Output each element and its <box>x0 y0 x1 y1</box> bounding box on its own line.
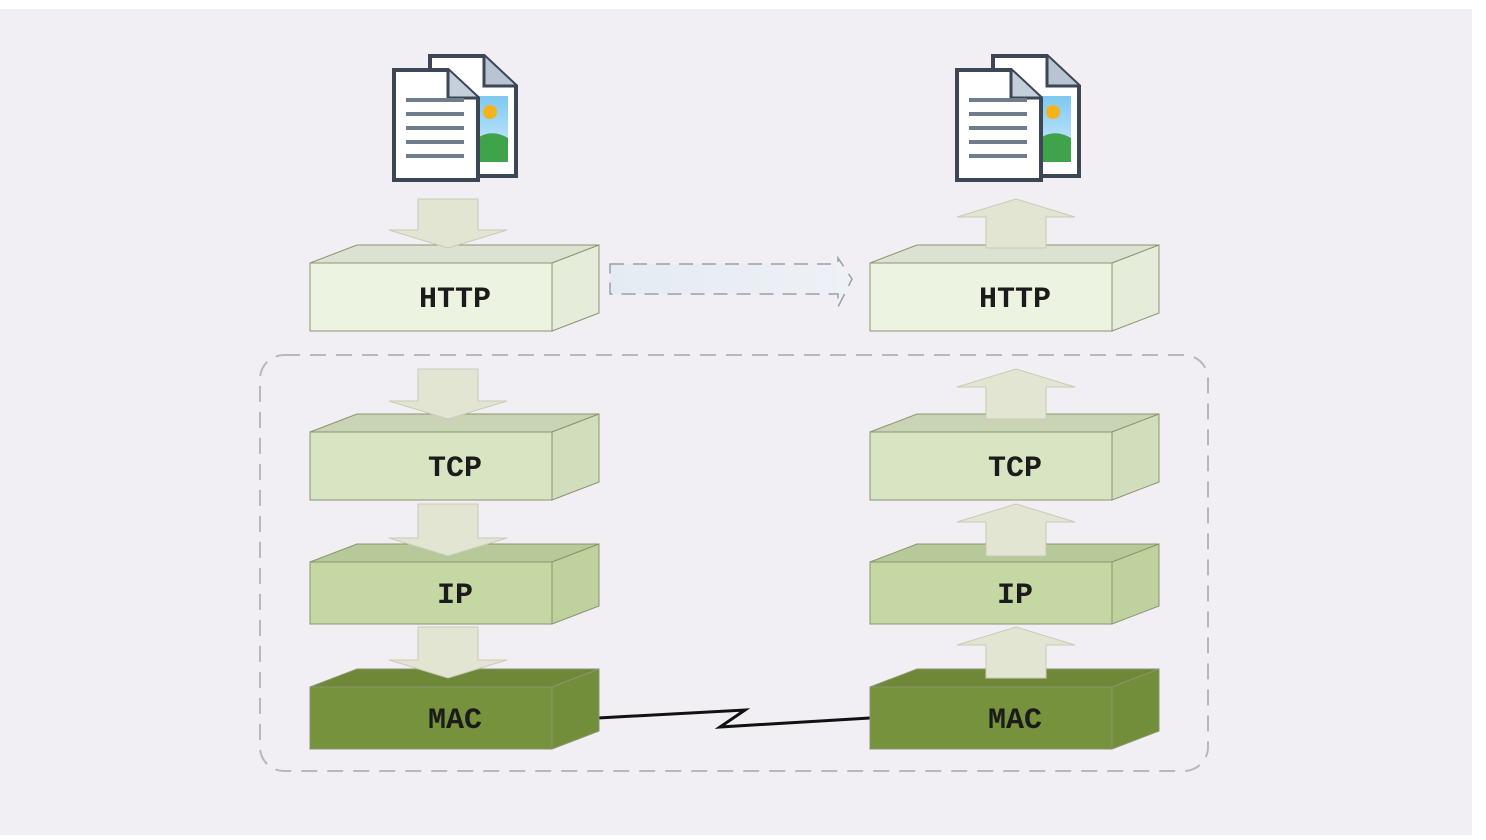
sun-icon <box>483 105 497 119</box>
receiver-documents-icon <box>955 54 1081 182</box>
sun-icon <box>1046 105 1060 119</box>
receiver-layer-front-face <box>869 686 1113 750</box>
receiver-up-arrow <box>956 626 1076 679</box>
sender-documents-icon <box>392 54 518 182</box>
sender-stack: HTTP TCP IP MAC <box>309 198 600 750</box>
sender-layer-label: IP <box>437 579 473 613</box>
receiver-up-arrow <box>956 368 1076 420</box>
sender-down-arrow <box>388 503 508 557</box>
sender-down-arrow <box>388 368 508 420</box>
lower-layers-group <box>259 354 1209 772</box>
http-peer-arrow <box>609 255 853 308</box>
receiver-layer-front-face <box>869 561 1113 625</box>
slide-background <box>0 9 1472 835</box>
receiver-up-arrow <box>956 198 1076 249</box>
sender-down-arrow <box>388 626 508 679</box>
physical-link-zigzag <box>597 708 871 729</box>
sender-down-arrow <box>388 198 508 249</box>
sender-layer-top-face <box>309 244 600 264</box>
sender-layer-front-face <box>309 561 553 625</box>
sender-layer-ip: IP <box>309 543 600 625</box>
sender-layer-tcp: TCP <box>309 413 600 501</box>
receiver-layer-label: HTTP <box>979 283 1051 317</box>
sender-layer-http: HTTP <box>309 244 600 332</box>
sender-layer-front-face <box>309 262 553 332</box>
sender-layer-front-face <box>309 686 553 750</box>
receiver-layer-label: IP <box>997 579 1033 613</box>
sender-layer-mac: MAC <box>309 668 600 750</box>
receiver-layer-label: TCP <box>988 452 1042 486</box>
sender-layer-label: TCP <box>428 452 482 486</box>
sender-layer-label: MAC <box>428 704 482 738</box>
receiver-up-arrow <box>956 503 1076 557</box>
receiver-layer-http: HTTP <box>869 244 1160 332</box>
page-fold-icon <box>482 56 516 88</box>
sender-layer-label: HTTP <box>419 283 491 317</box>
receiver-layer-front-face <box>869 262 1113 332</box>
sender-layer-front-face <box>309 431 553 501</box>
receiver-stack: HTTP TCP IP MAC <box>869 198 1160 750</box>
receiver-layer-front-face <box>869 431 1113 501</box>
receiver-layer-tcp: TCP <box>869 413 1160 501</box>
receiver-layer-mac: MAC <box>869 668 1160 750</box>
page-fold-icon <box>1045 56 1079 88</box>
receiver-layer-label: MAC <box>988 704 1042 738</box>
